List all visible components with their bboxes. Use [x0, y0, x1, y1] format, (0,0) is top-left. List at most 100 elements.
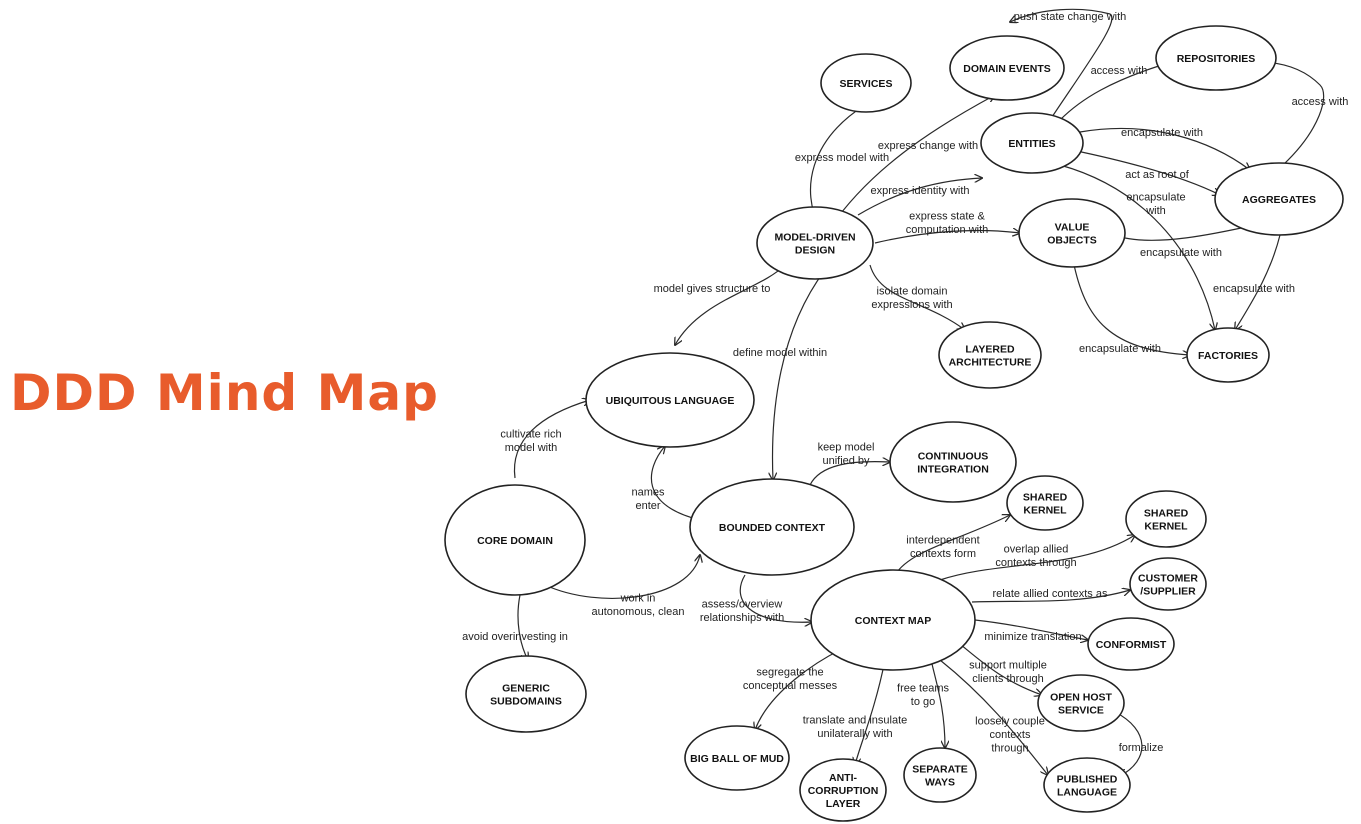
node-services: SERVICES [820, 53, 912, 113]
edge-loosely [939, 659, 1048, 775]
edge-express-identity [857, 178, 982, 216]
svg-text:CONFORMIST: CONFORMIST [1096, 639, 1167, 651]
edge-label-access-repositories: access with [1091, 65, 1148, 77]
svg-text:BOUNDED CONTEXT: BOUNDED CONTEXT [719, 522, 826, 534]
node-repositories: REPOSITORIES [1155, 25, 1277, 91]
edge-access-aggregates [1258, 62, 1325, 166]
edge-formalize [1114, 711, 1143, 776]
edge-label-define-model: define model within [733, 347, 827, 359]
edge-model-structure [675, 264, 786, 345]
edge-label-encapsulate-aggr-factories: encapsulate with [1213, 283, 1295, 295]
svg-text:FACTORIES: FACTORIES [1198, 350, 1258, 362]
edge-work-in [544, 555, 700, 599]
node-conformist: CONFORMIST [1087, 617, 1175, 671]
edge-label-express-change: express change with [878, 140, 978, 152]
svg-text:BIG BALL OF MUD: BIG BALL OF MUD [690, 753, 784, 765]
svg-text:UBIQUITOUS LANGUAGE: UBIQUITOUS LANGUAGE [606, 395, 735, 407]
svg-text:REPOSITORIES: REPOSITORIES [1177, 53, 1256, 65]
edge-label-model-structure: model gives structure to [654, 283, 771, 295]
edge-interdependent [894, 515, 1010, 576]
edge-label-express-state: express state &computation with [906, 210, 989, 236]
edge-label-encapsulate-vo-factories: encapsulate with [1079, 343, 1161, 355]
node-big-ball-of-mud: BIG BALL OF MUD [684, 725, 790, 791]
edge-encapsulate-entities-factories [1059, 164, 1215, 330]
edge-label-avoid: avoid overinvesting in [462, 631, 568, 643]
node-aggregates: AGGREGATES [1214, 162, 1344, 236]
edge-names-enter [650, 446, 701, 521]
edge-label-formalize: formalize [1119, 742, 1164, 754]
node-entities: ENTITIES [980, 112, 1084, 174]
edge-express-state [874, 230, 1020, 244]
edge-label-access-aggregates: access with [1292, 96, 1349, 108]
edge-label-relate-allied: relate allied contexts as [993, 588, 1108, 600]
node-customer-supplier: CUSTOMER/SUPPLIER [1129, 557, 1207, 611]
edge-label-encapsulate-entities-aggr: encapsulate with [1121, 127, 1203, 139]
page-title: DDD Mind Map [10, 364, 439, 422]
edge-label-push-state-change: push state change with [1014, 11, 1127, 23]
node-context-map: CONTEXT MAP [810, 569, 976, 671]
svg-text:SERVICES: SERVICES [840, 78, 893, 90]
edge-express-change [829, 95, 995, 229]
edge-label-act-as-root: act as root of [1125, 169, 1190, 181]
edge-access-repositories [1059, 61, 1175, 121]
svg-text:CORE DOMAIN: CORE DOMAIN [477, 535, 553, 547]
edge-label-express-identity: express identity with [870, 185, 969, 197]
node-domain-events: DOMAIN EVENTS [949, 35, 1065, 101]
edge-define-model [773, 269, 826, 480]
edge-encapsulate-aggr-factories [1235, 234, 1281, 330]
svg-text:ENTITIES: ENTITIES [1008, 138, 1055, 150]
edge-isolate-domain [869, 264, 965, 330]
edge-label-encapsulate-vo-aggr: encapsulate with [1140, 247, 1222, 259]
node-ubiquitous-language: UBIQUITOUS LANGUAGE [585, 352, 755, 448]
edge-encapsulate-vo-factories [1072, 259, 1190, 355]
svg-text:DOMAIN EVENTS: DOMAIN EVENTS [963, 63, 1051, 75]
edge-assess [739, 574, 812, 622]
edge-avoid [517, 594, 528, 660]
edge-relate-allied [971, 590, 1130, 603]
edge-minimize [974, 619, 1088, 640]
node-factories: FACTORIES [1186, 327, 1270, 383]
edge-label-express-model: express model with [795, 152, 889, 164]
edge-translate [855, 659, 886, 765]
edge-label-minimize: minimize translation [984, 631, 1081, 643]
svg-text:CUSTOMER/SUPPLIER: CUSTOMER/SUPPLIER [1138, 573, 1198, 598]
edge-keep-unified [809, 462, 890, 486]
edge-encapsulate-entities-aggr [1079, 127, 1250, 170]
edge-encapsulate-vo-aggr [1124, 225, 1255, 241]
